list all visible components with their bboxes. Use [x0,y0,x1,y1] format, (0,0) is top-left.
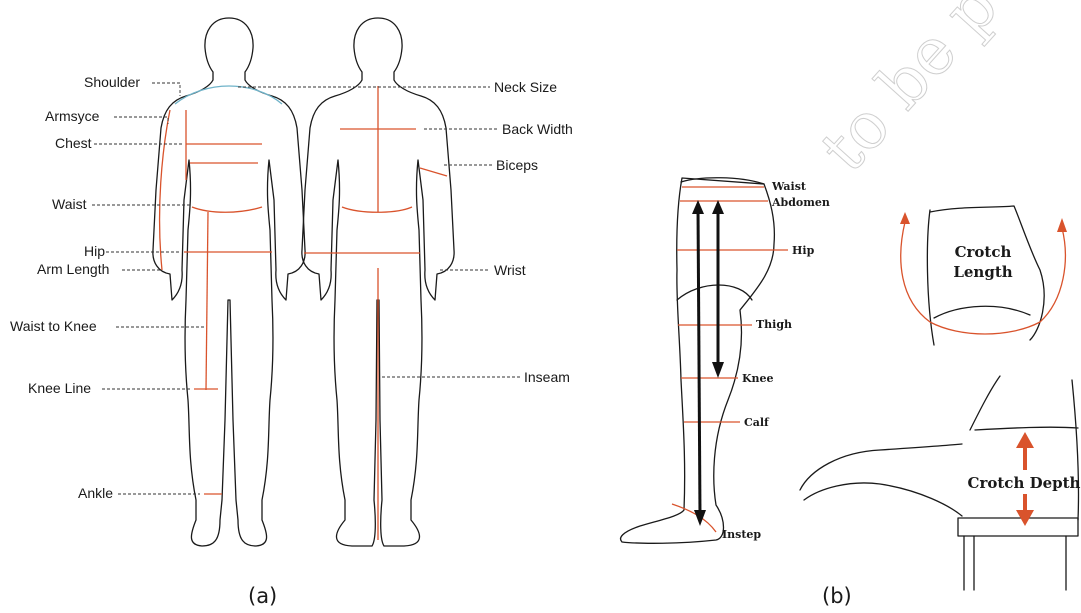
waist-line [192,207,262,212]
crotch-length-figure: Crotch Length [900,206,1067,345]
label-leg-instep: Instep [722,528,761,541]
label-back-width: Back Width [502,121,573,137]
label-chest: Chest [55,135,92,151]
label-neck-size: Neck Size [494,79,557,95]
leg-side-figure [621,178,788,544]
label-crotch: Crotch [955,243,1012,261]
leader-shoulder [152,83,180,96]
label-leg-knee: Knee [742,372,774,385]
crotch-depth-figure: Crotch Depth [800,376,1081,590]
outseam-arrow [698,208,700,515]
label-knee-line: Knee Line [28,380,91,396]
label-leg-abdomen: Abdomen [771,196,830,209]
label-inseam: Inseam [524,369,570,385]
label-waist: Waist [52,196,87,212]
waist-to-knee-line [206,212,208,390]
leader-armsyce [114,117,168,124]
label-waist-to-knee: Waist to Knee [10,318,97,334]
label-leg-calf: Calf [744,416,770,429]
label-ankle: Ankle [78,485,113,501]
caption-b: (b) [822,584,852,608]
chair-seat [958,518,1078,536]
label-wrist: Wrist [494,262,526,278]
label-crotch-depth: Crotch Depth [968,474,1081,492]
label-hip: Hip [84,243,105,259]
label-leg-thigh: Thigh [756,318,792,331]
label-armsyce: Armsyce [45,108,100,124]
biceps-line [420,168,447,176]
label-leg-waist: Waist [771,180,807,193]
left-labels: Shoulder Armsyce Chest Waist Hip Arm Len… [10,74,204,501]
label-shoulder: Shoulder [84,74,140,90]
label-arm-length: Arm Length [37,261,109,277]
back-body-figure [302,18,454,546]
leg-instep-line [672,504,716,532]
right-labels: Neck Size Back Width Biceps Wrist Inseam [238,79,573,385]
caption-a: (a) [248,584,277,608]
front-body-figure [153,18,305,546]
leg-labels: Waist Abdomen Hip Thigh Knee Calf Instep [722,180,830,541]
label-length: Length [953,263,1012,281]
watermark-text: to be p [807,0,1012,186]
label-biceps: Biceps [496,157,538,173]
back-waist-line [342,207,412,212]
label-leg-hip: Hip [792,244,815,257]
